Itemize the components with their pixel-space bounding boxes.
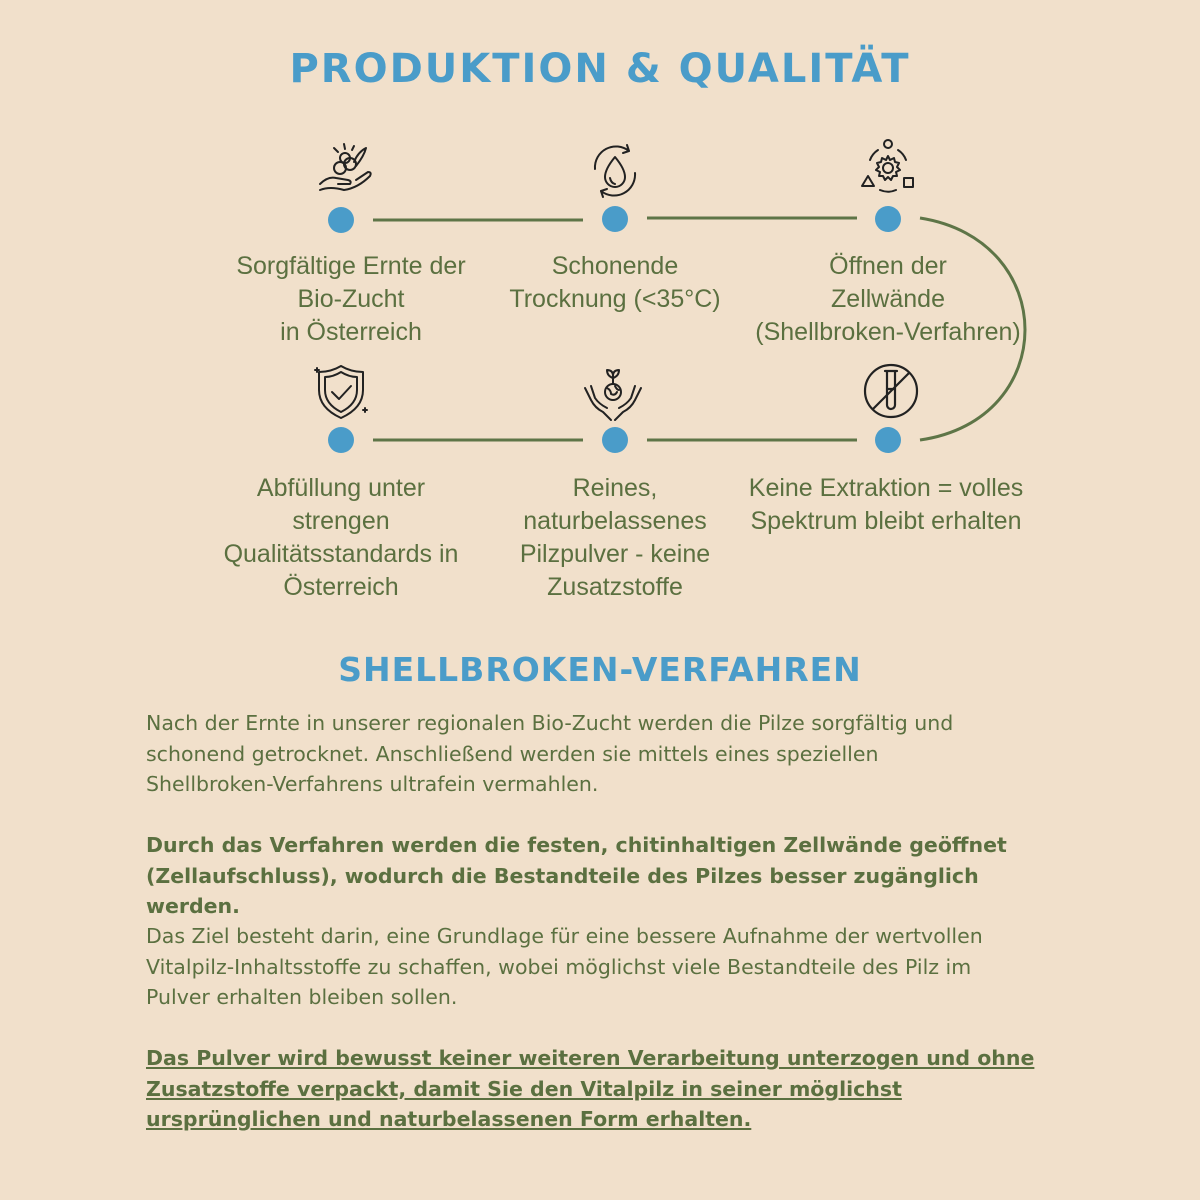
step-dot	[328, 427, 354, 453]
step-label-filling: Abfüllung unter strengen Qualitätsstanda…	[223, 474, 459, 601]
step-dot	[328, 207, 354, 233]
return-curve	[919, 216, 1027, 442]
section-title: SHELLBROKEN-VERFAHREN	[338, 650, 862, 689]
step-label-drying: Schonende Trocknung (<35°C)	[509, 252, 721, 313]
paragraph-cell-opening: Durch das Verfahren werden die festen, c…	[146, 833, 1007, 918]
step-dot	[875, 427, 901, 453]
page-title: PRODUKTION & QUALITÄT	[289, 46, 911, 92]
step-label-pure-powder: Reines, naturbelassenes Pilzpulver - kei…	[519, 474, 711, 601]
paragraph-no-additives: Das Pulver wird bewusst keiner weiteren …	[146, 1046, 1035, 1131]
gear-process-icon	[856, 136, 920, 200]
step-label-cellwalls: Öffnen der Zellwände (Shellbroken-Verfah…	[755, 252, 1021, 346]
no-testtube-icon	[859, 359, 923, 423]
step-dot	[602, 427, 628, 453]
step-dot	[602, 206, 628, 232]
drying-drop-icon	[583, 139, 647, 203]
shield-check-icon	[309, 360, 373, 424]
step-label-harvest: Sorgfältige Ernte der Bio-Zucht in Öster…	[236, 252, 466, 346]
step-label-no-extraction: Keine Extraktion = volles Spektrum bleib…	[748, 474, 1024, 535]
paragraph-goal: Das Ziel besteht darin, eine Grundlage f…	[146, 924, 983, 1009]
harvest-hand-icon	[314, 136, 378, 200]
step-dot	[875, 206, 901, 232]
process-flow-diagram	[328, 206, 1027, 453]
hands-earth-sprout-icon	[581, 364, 645, 428]
paragraph-intro: Nach der Ernte in unserer regionalen Bio…	[146, 711, 954, 796]
